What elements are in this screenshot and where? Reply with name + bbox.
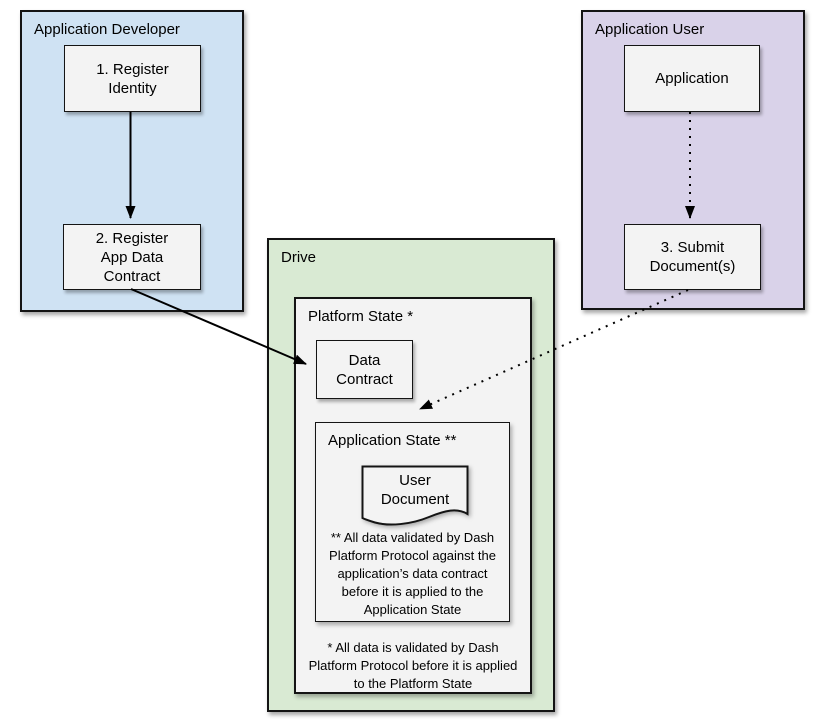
- node-user-document-label: User Document: [380, 472, 450, 508]
- document-shape-icon: [361, 465, 469, 526]
- node-submit-documents: 3. Submit Document(s): [624, 224, 761, 290]
- footnote-application-state: ** All data validated by Dash Platform P…: [329, 530, 496, 617]
- container-title-application-user: Application User: [595, 21, 705, 38]
- container-application-user: Application User Application 3. Submit D…: [581, 10, 805, 310]
- group-title-platform-state: Platform State *: [308, 308, 414, 325]
- group-application-state: Application State ** User Document ** Al…: [315, 422, 510, 622]
- node-application: Application: [624, 45, 760, 112]
- node-register-app-data-contract: 2. Register App Data Contract: [63, 224, 201, 290]
- node-data-contract: Data Contract: [316, 340, 413, 399]
- group-platform-state: Platform State * Data Contract Applicati…: [294, 297, 532, 694]
- container-drive: Drive Platform State * Data Contract App…: [267, 238, 555, 712]
- user-document-shape: User Document: [361, 465, 469, 527]
- node-register-identity: 1. Register Identity: [64, 45, 201, 112]
- container-title-application-developer: Application Developer: [34, 21, 180, 38]
- container-application-developer: Application Developer 1. Register Identi…: [20, 10, 244, 312]
- group-title-application-state: Application State **: [328, 432, 457, 449]
- footnote-platform-state: * All data is validated by Dash Platform…: [308, 640, 518, 691]
- container-title-drive: Drive: [281, 249, 317, 266]
